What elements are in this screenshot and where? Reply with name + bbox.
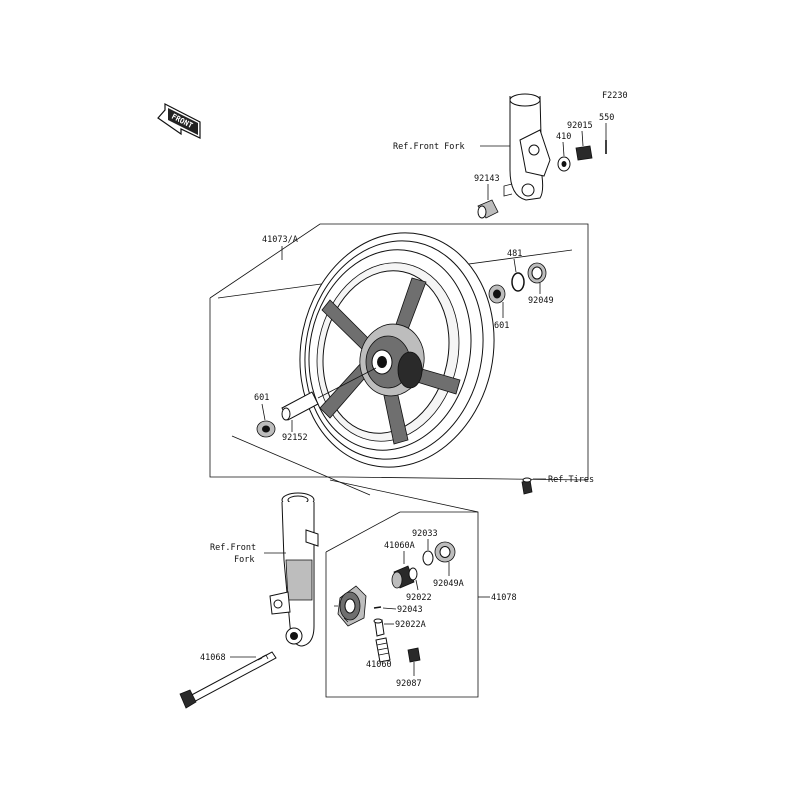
part-92143-label: 92143 [474,174,500,184]
part-92049: 92049 [527,262,554,306]
part-92087: 92087 [396,647,422,689]
front-wheel [299,232,495,468]
part-41073a-label: 41073/A [262,235,298,245]
part-410: 410 [556,132,571,172]
part-92152: 92152 [281,367,377,443]
wheel-group-frame [209,223,589,496]
part-92033-label: 92033 [412,529,438,539]
front-fork-left-leg [269,492,319,647]
part-92049-label: 92049 [528,296,554,306]
part-550: 550 [599,113,614,154]
part-92022a: 92022A [373,618,426,637]
ref-front-fork-top: Ref.Front Fork [393,142,510,152]
part-92015: 92015 [567,121,593,161]
part-481-label: 481 [507,249,522,259]
part-41073a: 41073/A [262,235,298,260]
part-601-left: 601 [254,393,276,438]
part-92015-label: 92015 [567,121,593,131]
front-fork-right-leg [503,93,551,201]
part-92022a-label: 92022A [395,620,426,630]
part-92033: 92033 [412,529,438,566]
part-92022-label: 92022 [406,593,432,603]
part-601-right: 601 [488,284,509,331]
hub-group-frame [325,479,479,698]
part-41068-label: 41068 [200,653,226,663]
part-601-right-label: 601 [494,321,509,331]
ref-tires: Ref.Tires [521,475,594,495]
part-410-label: 410 [556,132,571,142]
ref-tires-label: Ref.Tires [548,475,594,485]
ref-front-fork-top-label: Ref.Front Fork [393,142,465,152]
ref-front-fork-bottom-label-1: Ref.Front [210,543,256,553]
ref-front-fork-bottom-label-2: Fork [234,555,254,565]
part-92049a-label: 92049A [433,579,464,589]
part-92022: 92022 [406,567,432,603]
part-601-left-label: 601 [254,393,269,403]
ref-front-fork-bottom: Ref.Front Fork [210,543,286,565]
diagram-code: F2230 [602,91,628,101]
part-41068: 41068 [179,651,277,709]
part-92087-label: 92087 [396,679,422,689]
speedometer-gear-housing [334,585,367,627]
part-41060-label: 41060 [366,660,392,670]
part-550-label: 550 [599,113,614,123]
part-481: 481 [507,249,525,292]
front-arrow-icon: FRONT [157,103,201,139]
part-41060: 41060 [366,637,392,670]
part-92152-label: 92152 [282,433,308,443]
part-92049a: 92049A [433,541,464,589]
part-41060a-label: 41060A [384,541,415,551]
part-92143: 92143 [474,174,500,219]
part-92043-label: 92043 [397,605,423,615]
part-41078: 41078 [478,593,517,603]
part-41078-label: 41078 [491,593,517,603]
part-41060a: 41060A [384,541,415,589]
part-92043: 92043 [373,605,423,615]
